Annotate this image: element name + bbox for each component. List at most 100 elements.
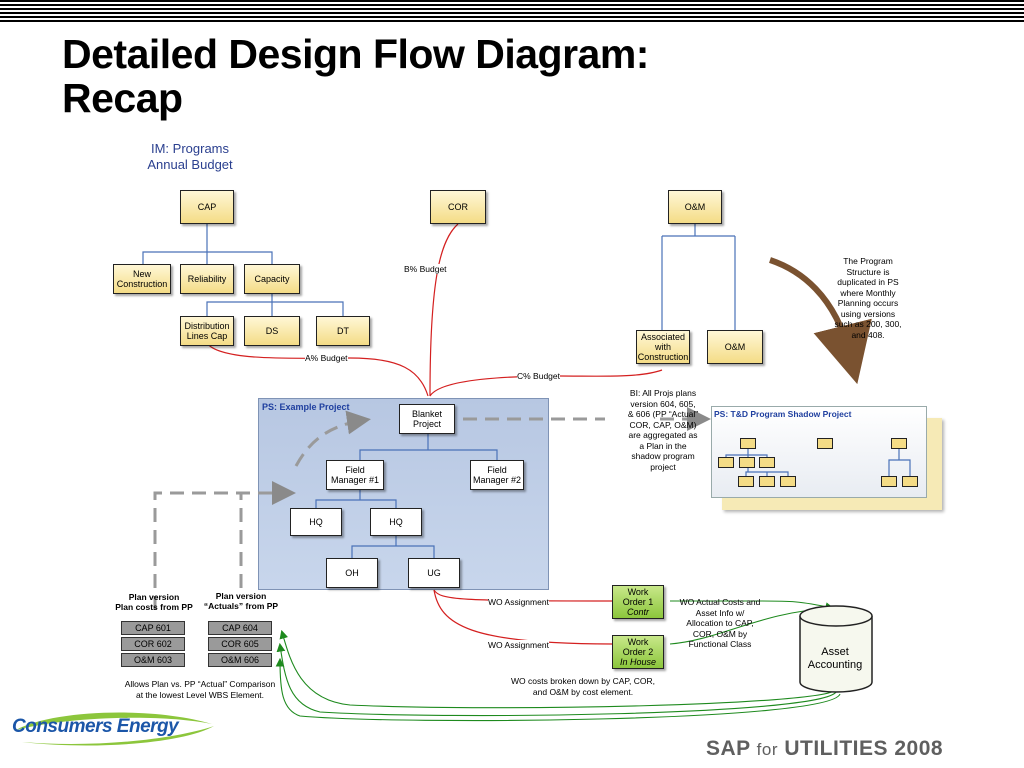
plan-version-pp-title: Plan version Plan costs from PP — [110, 592, 198, 612]
plan-version-actuals-title: Plan version “Actuals” from PP — [197, 591, 285, 611]
pv-act-title2: “Actuals” from PP — [203, 601, 279, 611]
work-order-2-box: Work Order 2 In House — [612, 635, 664, 669]
note-line: & 606 (PP “Actual” — [627, 409, 699, 419]
wo1-line2: Order 1 — [622, 597, 654, 607]
oh-box: OH — [326, 558, 378, 588]
fm1-line1: Field — [345, 465, 365, 475]
shadow-node — [891, 438, 907, 449]
shadow-node — [881, 476, 897, 487]
note-line: WO Actual Costs and — [679, 597, 761, 607]
budget-flow-lines — [206, 223, 663, 645]
reliability-box: Reliability — [180, 264, 234, 294]
note-line: where Monthly — [840, 287, 896, 298]
title-line-1: Detailed Design Flow Diagram: — [62, 31, 649, 77]
ps-example-project-title: PS: Example Project — [262, 402, 350, 412]
note-line: such as 200, 300, — [834, 319, 902, 329]
brown-curved-arrow — [769, 257, 872, 385]
om-box: O&M — [668, 190, 722, 224]
shadow-project-title: PS: T&D Program Shadow Project — [714, 409, 852, 419]
pv-pp-title2: Plan costs from PP — [115, 602, 193, 612]
note-line: at the lowest Level WBS Element. — [135, 689, 265, 700]
wo2-line3: In House — [619, 657, 657, 667]
asset-line2: Accounting — [807, 659, 863, 671]
assoc-line3: Construction — [637, 352, 689, 362]
assoc-line1: Associated — [640, 332, 686, 342]
note-line: project — [650, 461, 676, 472]
note-line: duplicated in PS — [837, 277, 899, 287]
note-line: and 408. — [851, 329, 885, 340]
note-line: Allocation to CAP, — [686, 618, 754, 628]
note-line: WO costs broken down by CAP, COR, — [511, 676, 655, 686]
a-budget-label: A% Budget — [305, 353, 348, 363]
asset-accounting-label: Asset Accounting — [800, 646, 870, 672]
asset-line1: Asset — [821, 646, 849, 658]
top-stripe-bar — [0, 0, 1024, 22]
plan-pp-item: CAP 601 — [121, 621, 185, 635]
new-construction-box: New Construction — [113, 264, 171, 294]
shadow-node — [759, 457, 775, 468]
wo1-line1: Work — [627, 587, 649, 597]
field-manager-1-box: Field Manager #1 — [326, 460, 384, 490]
hierarchy-connectors — [142, 224, 911, 558]
dt-box: DT — [316, 316, 370, 346]
note-line: Asset Info w/ — [695, 607, 745, 618]
b-budget-label: B% Budget — [404, 264, 447, 274]
plan-pp-item: COR 602 — [121, 637, 185, 651]
hq-box-a: HQ — [290, 508, 342, 536]
associated-with-construction-box: Associated with Construction — [636, 330, 690, 364]
wo-costs-broken-note: WO costs broken down by CAP, COR,and O&M… — [488, 676, 678, 697]
note-line: and O&M by cost element. — [532, 686, 634, 697]
wo1-line3: Contr — [626, 607, 649, 617]
sap-for-utilities-footer: SAP for UTILITIES 2008 — [706, 737, 943, 761]
hq-box-b: HQ — [370, 508, 422, 536]
shadow-node — [817, 438, 833, 449]
note-line: COR, CAP, O&M) — [629, 419, 697, 430]
shadow-node — [738, 476, 754, 487]
consumers-energy-logo-swoosh — [16, 712, 214, 746]
shadow-node — [902, 476, 918, 487]
note-line: Functional Class — [688, 639, 752, 649]
fm2-line2: Manager #2 — [472, 475, 522, 485]
blanket-line2: Project — [412, 419, 441, 429]
distribution-lines-cap-box: Distribution Lines Cap — [180, 316, 234, 346]
shadow-node — [780, 476, 796, 487]
title-line-2: Recap — [62, 75, 183, 121]
pv-pp-title1: Plan version — [128, 592, 180, 602]
note-line: are aggregated as — [628, 430, 698, 440]
note-line: using versions — [840, 308, 896, 319]
note-line: shadow program — [631, 451, 695, 461]
wo2-line2: Order 2 — [622, 647, 654, 657]
shadow-node — [759, 476, 775, 487]
plan-actuals-item: CAP 604 — [208, 621, 272, 635]
plan-actuals-item: COR 605 — [208, 637, 272, 651]
im-label-line1: IM: Programs — [150, 141, 229, 156]
fm2-line1: Field — [487, 465, 507, 475]
wo-assignment-label-1: WO Assignment — [488, 597, 549, 607]
work-order-1-box: Work Order 1 Contr — [612, 585, 664, 619]
im-label-line2: Annual Budget — [147, 157, 233, 172]
cor-box: COR — [430, 190, 486, 224]
note-line: The Program — [843, 256, 893, 266]
page-title: Detailed Design Flow Diagram: Recap — [62, 32, 822, 120]
ds-box: DS — [244, 316, 300, 346]
ug-box: UG — [408, 558, 460, 588]
plan-pp-item: O&M 603 — [121, 653, 185, 667]
note-line: COR, O&M by — [692, 628, 748, 639]
sap-text: SAP — [706, 737, 751, 760]
dashed-shadow-links — [153, 407, 711, 610]
capacity-box: Capacity — [244, 264, 300, 294]
shadow-node — [739, 457, 755, 468]
note-line: Planning occurs — [837, 298, 899, 308]
note-line: version 604, 605, — [630, 398, 696, 409]
consumers-energy-logo-text: Consumers Energy — [12, 716, 179, 737]
field-manager-2-box: Field Manager #2 — [470, 460, 524, 490]
cap-box: CAP — [180, 190, 234, 224]
for-text: for — [756, 740, 778, 759]
blanket-line1: Blanket — [411, 409, 443, 419]
note-line: Structure is — [846, 266, 890, 277]
note-line: BI: All Projs plans — [629, 388, 697, 398]
